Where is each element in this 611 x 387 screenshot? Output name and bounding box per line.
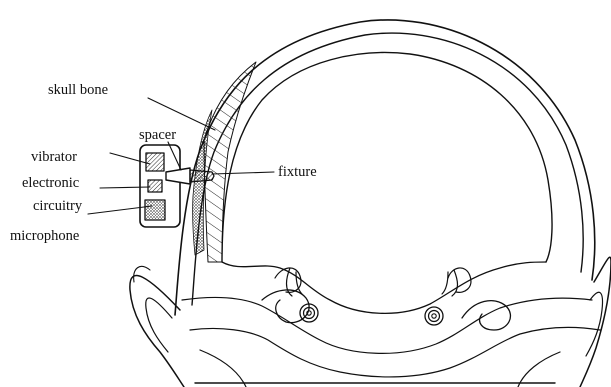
vibrator-block xyxy=(146,153,164,171)
label-vibrator: vibrator xyxy=(31,150,77,165)
right-cochlea-outer xyxy=(425,307,443,325)
skull-base xyxy=(222,262,546,313)
left-ear-outline xyxy=(130,276,184,387)
neck-right xyxy=(518,352,560,387)
label-skull-bone: skull bone xyxy=(48,83,108,98)
skull-inner-contour xyxy=(222,53,552,262)
label-microphone: microphone xyxy=(10,229,79,244)
skull-base-lower xyxy=(182,298,592,354)
head-outline xyxy=(175,20,595,315)
neck-left xyxy=(200,350,246,387)
label-electronic: electronic xyxy=(22,176,79,191)
right-ear-canal-wall xyxy=(448,268,471,292)
skull-base-bottom xyxy=(190,327,600,377)
label-spacer: spacer xyxy=(139,128,176,143)
microphone-block xyxy=(145,200,165,220)
fixture xyxy=(190,170,214,182)
electronics-block xyxy=(148,180,162,192)
label-fixture: fixture xyxy=(278,165,317,180)
right-cochlea-mid xyxy=(429,311,440,322)
right-cochlea-inner xyxy=(432,314,436,318)
leader-skull-bone xyxy=(148,98,215,130)
left-ear-inner xyxy=(146,298,172,352)
right-ear-outline xyxy=(580,257,611,387)
right-ear-inner xyxy=(586,292,603,356)
label-circuitry: circuitry xyxy=(33,199,82,214)
skull-bone-section xyxy=(204,62,256,262)
